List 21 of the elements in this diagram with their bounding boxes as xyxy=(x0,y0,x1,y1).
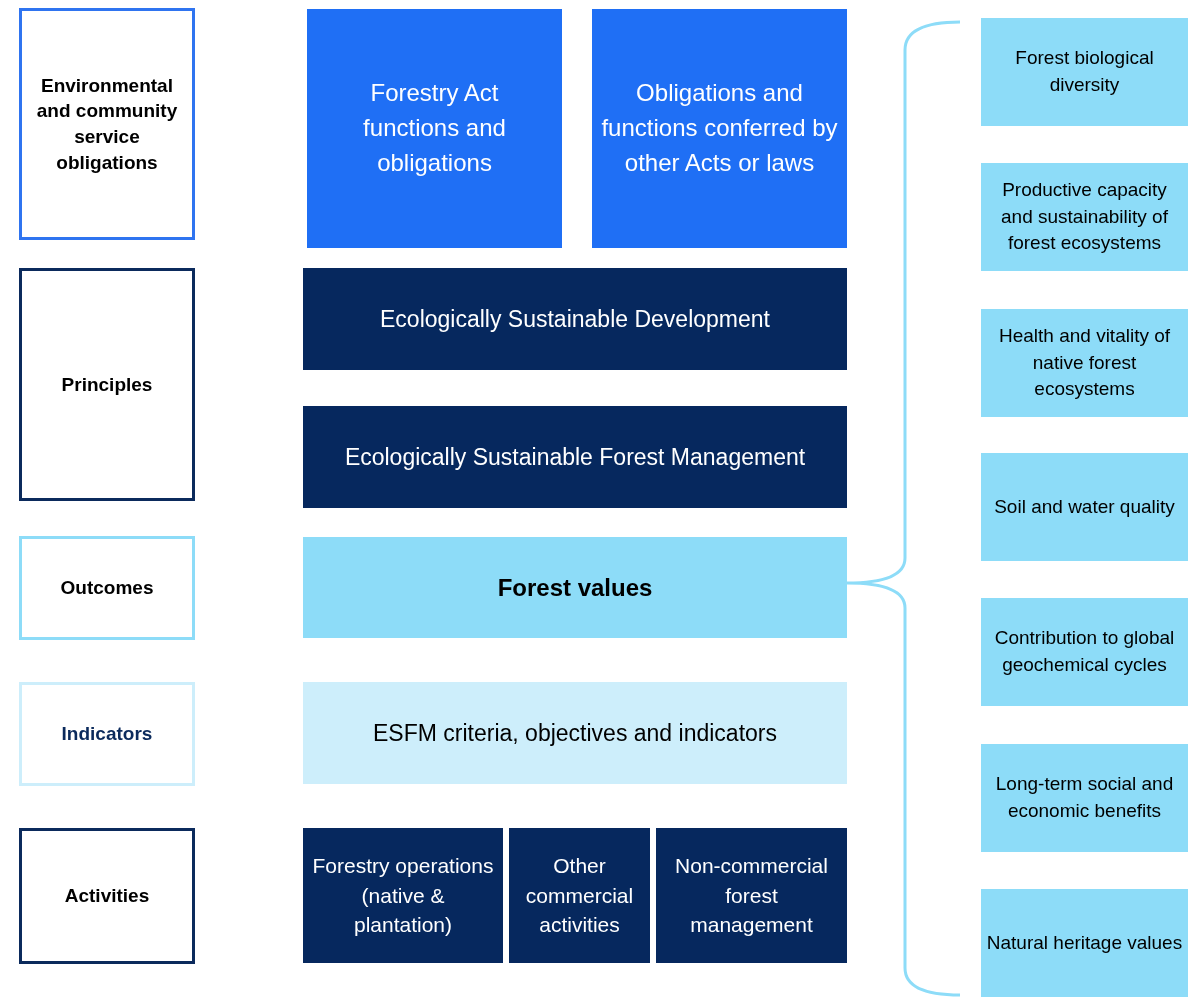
category-box: Activities xyxy=(19,828,195,964)
process-box: Forest values xyxy=(303,537,847,638)
process-box: Non-commercial forest management xyxy=(656,828,847,963)
category-box: Principles xyxy=(19,268,195,501)
value-box: Forest biological diversity xyxy=(981,18,1188,126)
process-box: Forestry operations (native & plantation) xyxy=(303,828,503,963)
process-box: Obligations and functions conferred by other Acts or laws xyxy=(592,9,847,248)
value-box: Health and vitality of native forest ecosystems xyxy=(981,309,1188,417)
value-box: Contribution to global geochemical cycles xyxy=(981,598,1188,706)
value-box: Natural heritage values xyxy=(981,889,1188,997)
category-box: Outcomes xyxy=(19,536,195,640)
process-box: Ecologically Sustainable Forest Management xyxy=(303,406,847,508)
category-box: Environmental and community service obligations xyxy=(19,8,195,240)
process-box: Other commercial activities xyxy=(509,828,650,963)
category-box: Indicators xyxy=(19,682,195,786)
process-box: Ecologically Sustainable Development xyxy=(303,268,847,370)
process-box: Forestry Act functions and obligations xyxy=(307,9,562,248)
value-box: Soil and water quality xyxy=(981,453,1188,561)
value-box: Productive capacity and sustainability of forest ecosystems xyxy=(981,163,1188,271)
process-box: ESFM criteria, objectives and indicators xyxy=(303,682,847,784)
value-box: Long-term social and economic benefits xyxy=(981,744,1188,852)
